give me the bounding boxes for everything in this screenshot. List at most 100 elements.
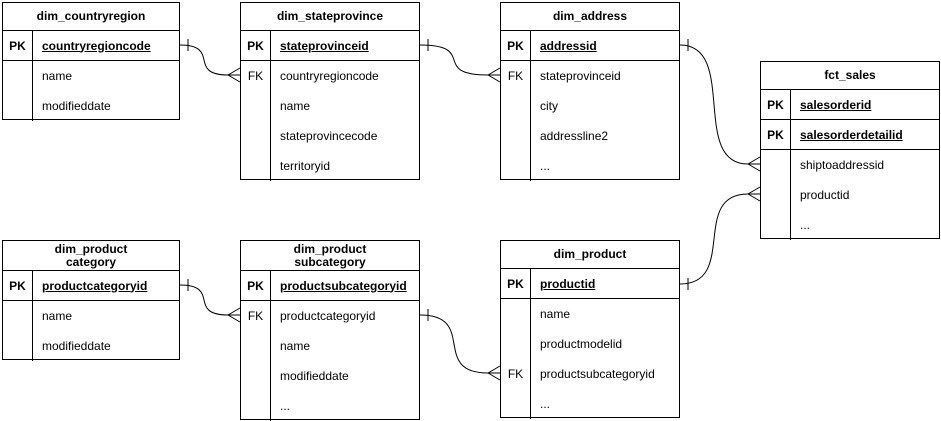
column-name: countryregioncode	[42, 38, 151, 53]
column-name: productcategoryid	[42, 278, 148, 293]
column-name: ...	[540, 397, 551, 411]
key-label	[761, 180, 791, 210]
edge-line	[419, 314, 489, 374]
attribute-row: FK countryregioncode	[241, 61, 419, 91]
column-name: addressline2	[540, 129, 609, 143]
cardinality-many-crowfoot	[227, 67, 241, 83]
column-name: stateprovincecode	[280, 129, 378, 143]
column-name: salesorderdetailid	[800, 127, 903, 142]
table-title: dim_product subcategory	[241, 241, 419, 271]
attribute-row: FK stateprovinceid	[501, 61, 679, 91]
column-name: productcategoryid	[280, 309, 376, 323]
column-name: name	[42, 69, 73, 83]
primary-key-row: PK stateprovinceid	[241, 31, 419, 61]
key-label: PK	[241, 271, 271, 300]
key-label: PK	[3, 271, 33, 300]
edge-productsubcategory-product[interactable]	[419, 309, 501, 381]
edge-address-fct_sales[interactable]	[679, 39, 761, 172]
key-label	[761, 150, 791, 180]
attribute-row: name	[501, 299, 679, 329]
cardinality-many-crowfoot	[747, 156, 761, 172]
edge-stateprovince-address[interactable]	[419, 39, 501, 83]
attribute-row: stateprovincecode	[241, 121, 419, 151]
attribute-row: modifieddate	[3, 331, 179, 361]
table-title: dim_address	[501, 3, 679, 31]
column-name: modifieddate	[280, 369, 349, 383]
key-label	[241, 91, 271, 121]
key-label: PK	[3, 31, 33, 60]
column-name: stateprovinceid	[280, 38, 369, 53]
attribute-row: territoryid	[241, 151, 419, 181]
attribute-row: addressline2	[501, 121, 679, 151]
attribute-row: productid	[761, 180, 939, 210]
column-name: addressid	[540, 38, 597, 53]
key-label: FK	[241, 301, 271, 331]
key-label	[241, 361, 271, 391]
key-label: PK	[501, 31, 531, 60]
key-label	[761, 210, 791, 240]
column-name: modifieddate	[42, 339, 111, 353]
attribute-row: city	[501, 91, 679, 121]
column-name: productid	[800, 188, 850, 202]
attribute-row: name	[241, 91, 419, 121]
column-name: productid	[540, 276, 596, 291]
column-name: ...	[540, 159, 551, 173]
cardinality-many-crowfoot	[487, 365, 501, 381]
column-name: stateprovinceid	[540, 69, 621, 83]
cardinality-many-crowfoot	[487, 67, 501, 83]
attribute-row: modifieddate	[3, 91, 179, 121]
key-label	[3, 91, 33, 121]
column-name: name	[42, 309, 73, 323]
table-title: dim_product category	[3, 241, 179, 271]
column-name: name	[280, 99, 311, 113]
table-title: dim_countryregion	[3, 3, 179, 31]
primary-key-row: PK countryregioncode	[3, 31, 179, 61]
key-label	[501, 299, 531, 329]
edge-countryregion-stateprovince[interactable]	[179, 39, 241, 83]
column-name: city	[540, 99, 558, 113]
column-name: productmodelid	[540, 337, 623, 351]
key-label: FK	[241, 61, 271, 91]
key-label: PK	[241, 31, 271, 60]
attribute-row: FK productcategoryid	[241, 301, 419, 331]
edge-product-fct_sales[interactable]	[679, 186, 761, 290]
key-label: FK	[501, 359, 531, 389]
key-label: PK	[761, 90, 791, 119]
attribute-row: name	[3, 61, 179, 91]
cardinality-many-crowfoot	[747, 186, 761, 202]
key-label	[241, 151, 271, 181]
column-name: productsubcategoryid	[540, 367, 655, 381]
attribute-row: shiptoaddressid	[761, 150, 939, 180]
key-label	[501, 151, 531, 181]
table-title: dim_product	[501, 241, 679, 269]
key-label	[241, 331, 271, 361]
attribute-row: FK productsubcategoryid	[501, 359, 679, 389]
key-label	[501, 121, 531, 151]
key-label	[3, 331, 33, 361]
key-label: FK	[501, 61, 531, 91]
attribute-row: ...	[501, 389, 679, 419]
edge-productcategory-productsubcategory[interactable]	[179, 279, 241, 323]
key-label	[501, 389, 531, 419]
column-name: modifieddate	[42, 99, 111, 113]
key-label	[241, 391, 271, 421]
table-title: dim_stateprovince	[241, 3, 419, 31]
table-title: fct_sales	[761, 62, 939, 90]
column-name: name	[540, 307, 571, 321]
column-name: countryregioncode	[280, 69, 379, 83]
edge-line	[179, 44, 229, 76]
primary-key-row: PK productcategoryid	[3, 271, 179, 301]
attribute-row: name	[3, 301, 179, 331]
